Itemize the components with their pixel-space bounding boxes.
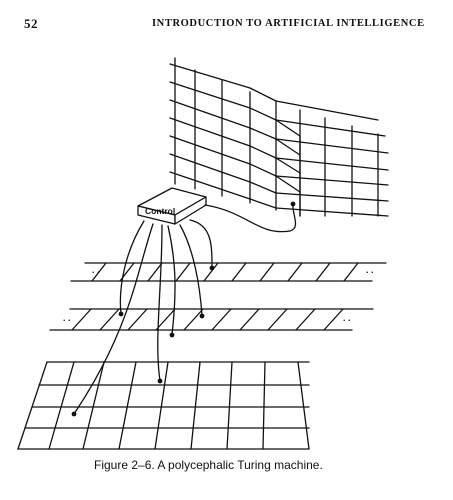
- read-head-floor-right: [169, 332, 175, 338]
- page-number: 52: [24, 16, 38, 31]
- read-head-tape-middle-left: [118, 311, 124, 317]
- tape-top-right-ellipsis: . .: [366, 265, 374, 275]
- read-head-floor-center: [157, 378, 163, 384]
- tape-top-left-ellipsis: . .: [92, 265, 100, 275]
- control-unit: [137, 187, 207, 225]
- read-head-tape-middle-right: [199, 313, 205, 319]
- read-head-tape-top: [209, 265, 215, 271]
- figure-caption: Figure 2–6. A polycephalic Turing machin…: [94, 458, 323, 472]
- read-head-floor-left: [71, 411, 77, 417]
- floor-grid-2d: [17, 361, 310, 450]
- control-label: Control: [145, 206, 175, 216]
- tape-middle-left-ellipsis: . .: [63, 313, 71, 323]
- tape-middle: [49, 308, 374, 331]
- wall-grid-3d: [169, 57, 389, 217]
- read-head-wall: [290, 201, 296, 207]
- tape-top: [70, 262, 387, 282]
- running-head: INTRODUCTION TO ARTIFICIAL INTELLIGENCE: [152, 18, 425, 29]
- tape-middle-right-ellipsis: . .: [343, 313, 351, 323]
